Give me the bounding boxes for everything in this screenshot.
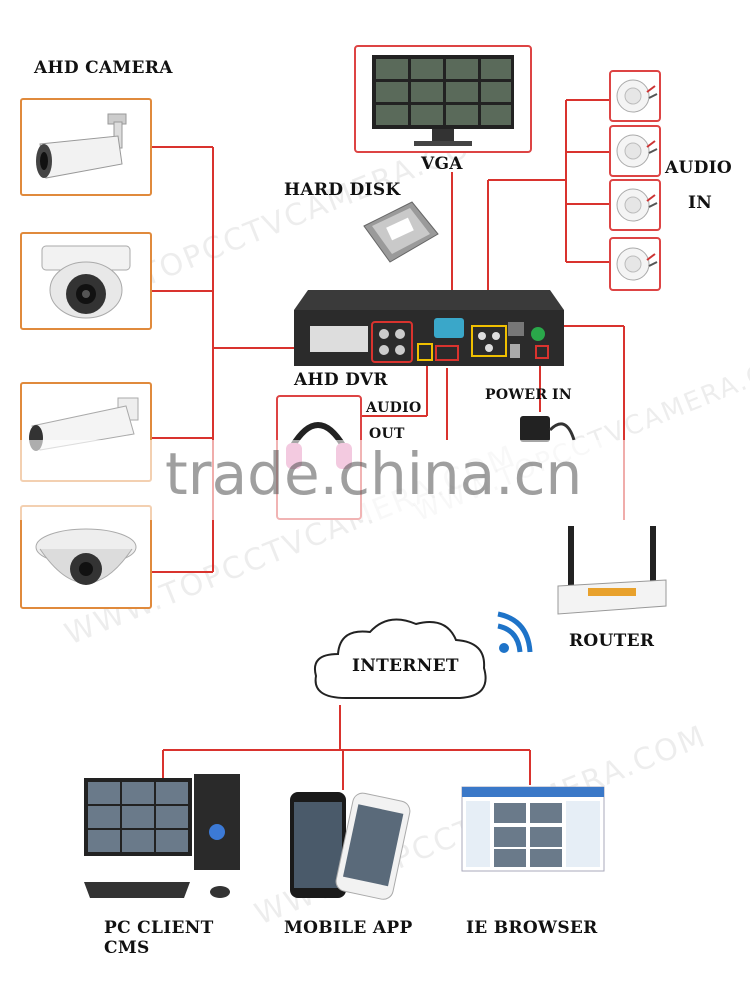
microphone-icon (611, 239, 659, 289)
microphone-2 (609, 125, 661, 177)
wifi-icon (490, 600, 546, 660)
ahd-dvr-device (288, 288, 568, 370)
vga-label: VGA (421, 154, 463, 174)
vandal-dome-camera-icon (22, 507, 150, 607)
pc-client-icon (80, 772, 250, 912)
pc-client-label-line2: CMS (104, 938, 150, 958)
audio-in-label-line2: IN (688, 193, 712, 213)
mobile-app-icon (286, 788, 416, 908)
audio-in-label-line1: AUDIO (665, 158, 732, 178)
ahd-dvr-label: AHD DVR (294, 370, 388, 390)
router-icon (552, 522, 672, 622)
pc-client-label-line1: PC CLIENT (104, 918, 214, 938)
audio-out-label-line1: AUDIO (366, 400, 421, 416)
dome-camera-icon (22, 234, 150, 328)
camera-dome-1 (20, 232, 152, 330)
power-in-label: IN (552, 387, 572, 403)
trade-watermark: trade.china.cn (165, 440, 582, 508)
microphone-3 (609, 179, 661, 231)
camera-bullet-1 (20, 98, 152, 196)
monitor-icon (356, 47, 530, 151)
microphone-4 (609, 237, 661, 291)
bullet-camera-icon (22, 100, 150, 194)
ahd-camera-label: AHD CAMERA (34, 58, 173, 78)
vga-monitor-box (354, 45, 532, 153)
microphone-icon (611, 127, 659, 175)
microphone-icon (611, 181, 659, 229)
camera-dome-2 (20, 505, 152, 609)
power-label: POWER (485, 387, 547, 403)
ie-browser-label: IE BROWSER (466, 918, 598, 938)
mobile-app-label: MOBILE APP (284, 918, 413, 938)
ie-browser-icon (460, 785, 606, 875)
hard-disk-icon (358, 196, 442, 268)
microphone-1 (609, 70, 661, 122)
router-label: ROUTER (569, 631, 654, 651)
microphone-icon (611, 72, 659, 120)
internet-label: INTERNET (352, 656, 459, 676)
